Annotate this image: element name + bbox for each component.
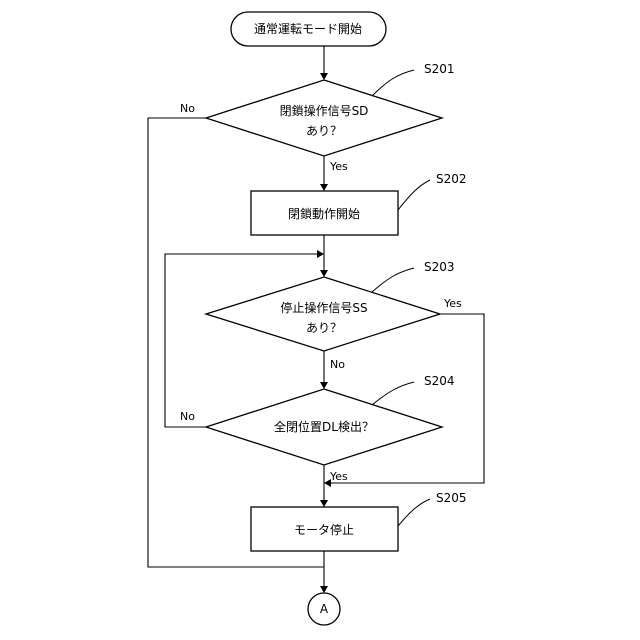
start-label: 通常運転モード開始: [254, 22, 362, 36]
s202-label: 閉鎖動作開始: [288, 206, 360, 221]
s201-step-leader: [372, 70, 414, 96]
s201-yes-label: Yes: [329, 160, 348, 173]
s204-label: 全閉位置DL検出？: [274, 419, 374, 434]
s203-step-leader: [372, 268, 414, 292]
arrowhead-s204-yes: [320, 500, 328, 507]
s202-step-label: S202: [436, 172, 467, 186]
s203-step-label: S203: [424, 260, 455, 274]
s204-step-label: S204: [424, 374, 455, 388]
s201-label-line2: あり？: [306, 124, 342, 138]
s201-step-label: S201: [424, 62, 455, 76]
arrowhead-s201-yes: [320, 184, 328, 191]
s202-step-leader: [398, 180, 430, 210]
s203-label-line2: あり？: [306, 321, 342, 335]
arrowhead-s203-no: [320, 382, 328, 389]
s203-no-label: No: [330, 358, 345, 371]
s201-decision: [206, 80, 442, 156]
s204-yes-label: Yes: [329, 470, 348, 483]
arrowhead-s204-no: [317, 250, 324, 258]
arrowhead-s205-to-connector: [320, 586, 328, 593]
s203-yes-label: Yes: [443, 297, 462, 310]
s204-step-leader: [372, 382, 414, 405]
arrowhead-start-to-s201: [320, 73, 328, 80]
s201-label-line1: 閉鎖操作信号SD: [280, 103, 369, 118]
connector-a-label: A: [320, 602, 329, 616]
arrowhead-s202-to-s203: [320, 270, 328, 277]
s203-label-line1: 停止操作信号SS: [280, 300, 367, 315]
s205-label: モータ停止: [294, 522, 354, 537]
s204-no-label: No: [180, 410, 195, 423]
s201-no-label: No: [180, 102, 195, 115]
s205-step-leader: [398, 499, 430, 526]
s205-step-label: S205: [436, 491, 467, 505]
